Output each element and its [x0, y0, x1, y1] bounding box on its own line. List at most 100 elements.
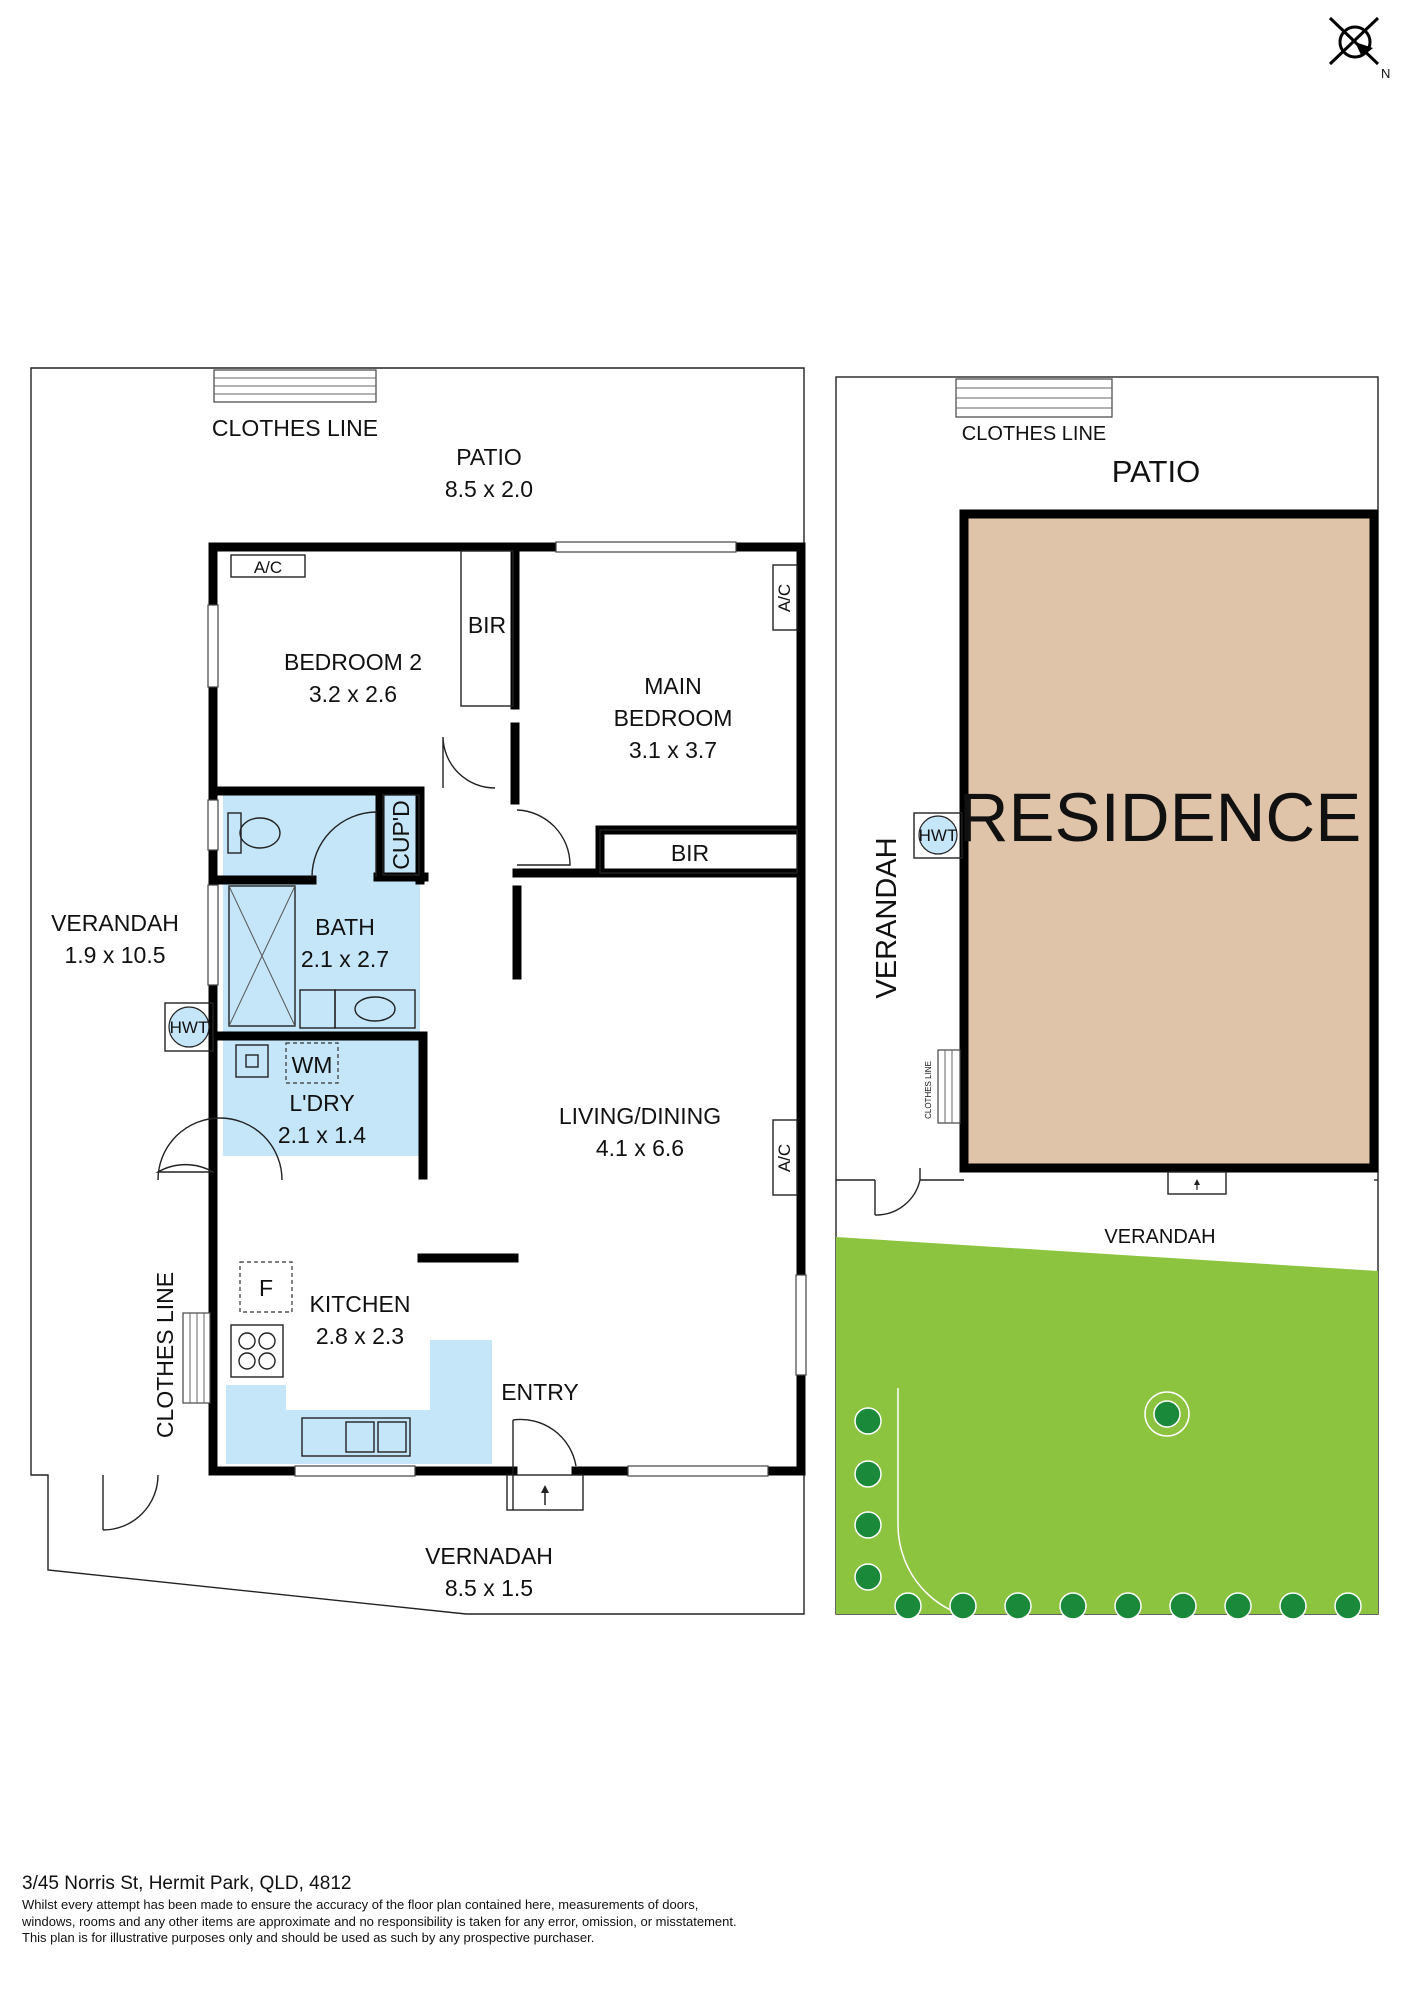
- bath-size: 2.1 x 2.7: [301, 946, 389, 972]
- living-dining-label: LIVING/DINING: [559, 1103, 721, 1129]
- wm-label: WM: [292, 1052, 333, 1078]
- sink-icon: [301, 1417, 411, 1457]
- ac-unit-icon: [230, 554, 306, 578]
- kitchen-bench-area: [226, 1340, 492, 1464]
- window: [555, 541, 737, 553]
- entry-label: ENTRY: [501, 1379, 579, 1405]
- tree-icon: [1279, 1592, 1307, 1620]
- washing-machine-icon: [285, 1042, 339, 1084]
- site-verandah-front-label: VERANDAH: [1104, 1226, 1215, 1248]
- tree-icon: [1114, 1592, 1142, 1620]
- tree-icon: [854, 1460, 882, 1488]
- ac-living-label: A/C: [775, 1144, 794, 1172]
- verandah-west-label: VERANDAH: [51, 910, 179, 936]
- residence-block: [959, 509, 1379, 1173]
- lawn-area: [836, 1237, 1378, 1614]
- ac-bed2-label: A/C: [254, 558, 282, 577]
- site-verandah-side-label: VERANDAH: [871, 837, 903, 998]
- hot-water-tank-icon: [913, 812, 963, 859]
- tree-icon: [1144, 1391, 1190, 1437]
- fridge-icon: [239, 1261, 293, 1313]
- clothes-line-icon: [955, 378, 1113, 418]
- toilet-icon: [227, 812, 281, 854]
- window: [294, 1465, 416, 1477]
- window: [207, 884, 219, 986]
- clothes-line-icon: [937, 1049, 961, 1124]
- tree-icon: [1004, 1592, 1032, 1620]
- entry-step: [1167, 1171, 1227, 1195]
- disclaimer: Whilst every attempt has been made to en…: [22, 1897, 842, 1947]
- fridge-label: F: [259, 1275, 273, 1301]
- tree-icon: [1334, 1592, 1362, 1620]
- north-label: N: [1381, 66, 1390, 81]
- clothes-line-side-label: CLOTHES LINE: [152, 1272, 178, 1438]
- built-in-robe: [599, 829, 798, 874]
- bath-area: [223, 795, 420, 1035]
- cupboard: [382, 794, 420, 876]
- ac-main-label: A/C: [775, 584, 794, 612]
- tree-icon: [1224, 1592, 1252, 1620]
- window: [207, 604, 219, 688]
- garden-bed-outline: [897, 1388, 994, 1621]
- kitchen-label: KITCHEN: [310, 1291, 411, 1317]
- clothes-line-icon: [182, 1312, 211, 1404]
- entry-arrow-icon: [1194, 1179, 1200, 1185]
- patio-size: 8.5 x 2.0: [445, 476, 533, 502]
- tree-icon: [949, 1592, 977, 1620]
- disclaimer-line: windows, rooms and any other items are a…: [22, 1913, 737, 1929]
- laundry-area: [223, 1036, 420, 1156]
- cupd-label: CUP'D: [388, 800, 414, 870]
- kitchen-size: 2.8 x 2.3: [316, 1323, 404, 1349]
- disclaimer-line: This plan is for illustrative purposes o…: [22, 1930, 595, 1945]
- ac-unit-icon: [772, 1119, 798, 1196]
- verandah-west-size: 1.9 x 10.5: [64, 942, 165, 968]
- entry-arrow-icon: [541, 1485, 549, 1493]
- door-swing: [311, 811, 377, 878]
- door-swing: [512, 1418, 577, 1467]
- door-swing: [157, 1117, 283, 1181]
- hwt-label: HWT: [170, 1018, 209, 1037]
- laundry-label: L'DRY: [289, 1090, 354, 1116]
- main-bedroom-label-1: MAIN: [644, 673, 702, 699]
- site-clothes-line-label: CLOTHES LINE: [962, 423, 1106, 445]
- site-hwt-label: HWT: [919, 826, 958, 845]
- door-swing: [442, 736, 496, 789]
- site-clothes-line-small-label: CLOTHES LINE: [924, 1061, 933, 1119]
- residence-label: RESIDENCE: [959, 779, 1362, 856]
- site-patio-label: PATIO: [1112, 454, 1200, 489]
- clothes-line-label: CLOTHES LINE: [212, 415, 378, 441]
- clothes-line-icon: [213, 369, 377, 403]
- main-bedroom-size: 3.1 x 3.7: [629, 737, 717, 763]
- door-swing: [102, 1474, 159, 1531]
- hot-water-tank-icon: [164, 1002, 214, 1052]
- laundry-size: 2.1 x 1.4: [278, 1122, 366, 1148]
- bir-top-label: BIR: [468, 612, 506, 638]
- tree-icon: [894, 1592, 922, 1620]
- window: [207, 799, 219, 851]
- stove-icon: [230, 1324, 284, 1378]
- tree-icon: [854, 1563, 882, 1591]
- property-address: 3/45 Norris St, Hermit Park, QLD, 4812: [22, 1873, 352, 1894]
- living-dining-size: 4.1 x 6.6: [596, 1135, 684, 1161]
- entry-step: [506, 1474, 584, 1511]
- main-bedroom-label-2: BEDROOM: [614, 705, 733, 731]
- built-in-robe: [460, 550, 514, 707]
- bedroom2-label: BEDROOM 2: [284, 649, 422, 675]
- compass-icon: [1328, 16, 1380, 66]
- tree-icon: [1059, 1592, 1087, 1620]
- tree-icon: [854, 1511, 882, 1539]
- ac-unit-icon: [772, 564, 798, 631]
- window: [627, 1465, 769, 1477]
- shower-icon: [228, 885, 296, 1027]
- vernadah-size: 8.5 x 1.5: [445, 1575, 533, 1601]
- door-swing: [516, 809, 571, 866]
- bedroom2-size: 3.2 x 2.6: [309, 681, 397, 707]
- hedge-trees: [854, 1407, 1362, 1620]
- door-swing: [874, 1179, 921, 1216]
- patio-label: PATIO: [456, 444, 522, 470]
- bir-main-label: BIR: [671, 840, 709, 866]
- tree-icon: [854, 1407, 882, 1435]
- vernadah-label: VERNADAH: [425, 1543, 553, 1569]
- bath-label: BATH: [315, 914, 375, 940]
